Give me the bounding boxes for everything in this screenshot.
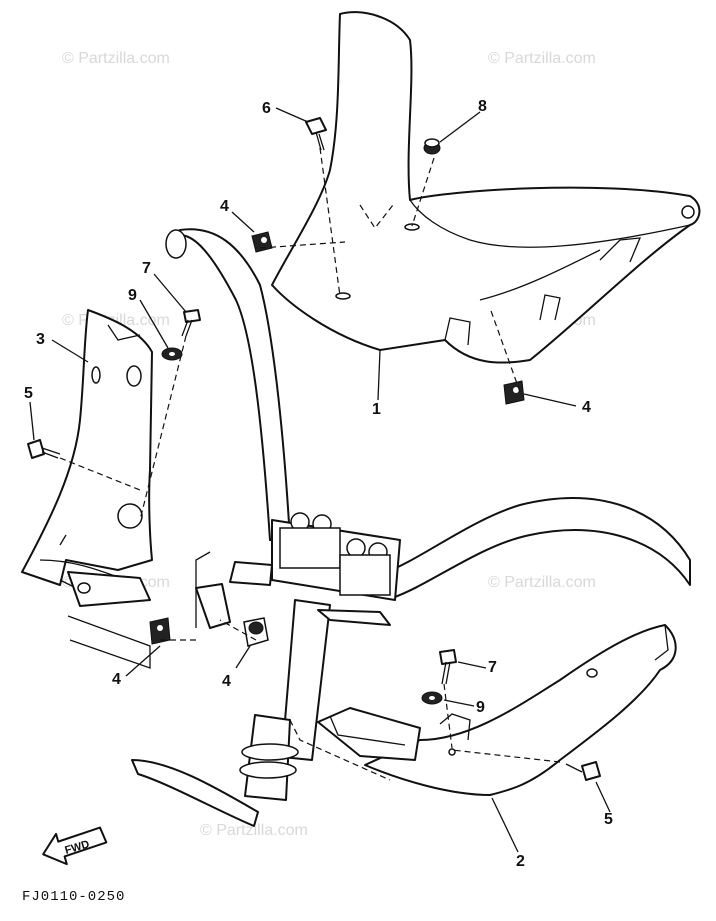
callout-4: 4 — [220, 198, 229, 215]
leader-lines — [29, 107, 611, 853]
grommet-4-icon — [503, 380, 525, 405]
callout-2: 2 — [516, 853, 525, 870]
steering-stem — [131, 512, 401, 827]
nut-8-icon — [423, 138, 441, 155]
callout-7: 7 — [488, 659, 497, 676]
part-1-cowl — [271, 11, 701, 364]
callout-3: 3 — [36, 331, 45, 348]
forward-arrow-icon: FWD — [42, 826, 108, 866]
callout-7: 7 — [142, 260, 151, 277]
part-3-left-cover — [21, 309, 153, 601]
part-2-right-cover — [317, 624, 677, 796]
fasteners — [27, 117, 601, 781]
grommet-4-icon — [251, 231, 273, 253]
callout-4: 4 — [112, 671, 121, 688]
bolt-5-icon — [565, 761, 601, 781]
watermark: © Partzilla.com — [62, 50, 170, 67]
bolt-7-icon — [439, 649, 457, 685]
callout-labels: 6 8 4 4 1 7 9 3 5 4 4 7 9 5 2 — [24, 98, 613, 870]
watermark: © Partzilla.com — [488, 50, 596, 67]
callout-1: 1 — [372, 401, 381, 418]
diagram-code: FJ0110-0250 — [22, 889, 125, 905]
callout-9: 9 — [128, 287, 137, 304]
callout-4: 4 — [222, 673, 231, 690]
washer-9-icon — [161, 347, 183, 361]
callout-4: 4 — [582, 399, 591, 416]
washer-9-icon — [421, 691, 443, 705]
callout-5: 5 — [24, 385, 33, 402]
guide-boxes — [67, 551, 211, 669]
callout-9: 9 — [476, 699, 485, 716]
watermark: © Partzilla.com — [488, 574, 596, 591]
callout-6: 6 — [262, 100, 271, 117]
grommet-4-icon — [243, 617, 269, 647]
callout-8: 8 — [478, 98, 487, 115]
brackets — [67, 571, 231, 629]
watermark: © Partzilla.com — [200, 822, 308, 839]
assembly-lines — [59, 147, 561, 781]
callout-5: 5 — [604, 811, 613, 828]
bolt-6-icon — [305, 117, 327, 151]
bolt-5-icon — [27, 439, 61, 459]
bolt-7-icon — [181, 309, 201, 337]
